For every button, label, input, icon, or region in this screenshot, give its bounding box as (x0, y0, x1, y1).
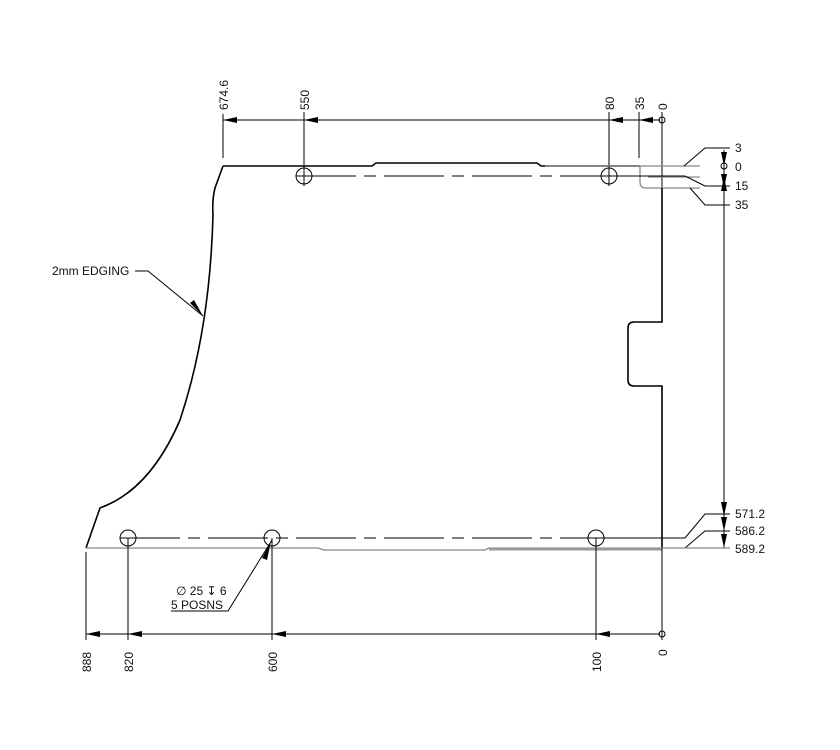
dim-674-6: 674.6 (217, 80, 231, 110)
dim-0-bottom: 0 (656, 649, 670, 656)
dim-35-right: 35 (735, 198, 749, 212)
edging-label: 2mm EDGING (52, 264, 129, 278)
hole-count-spec: 5 POSNS (171, 598, 223, 612)
dim-600: 600 (266, 652, 280, 672)
dim-100: 100 (590, 652, 604, 672)
dim-586-2: 586.2 (735, 524, 765, 538)
dim-888: 888 (80, 652, 94, 672)
dim-3: 3 (735, 141, 742, 155)
top-hole-row (295, 167, 685, 185)
part-outline (85, 162, 700, 551)
bottom-hole-row (119, 529, 685, 547)
dim-15: 15 (735, 179, 749, 193)
hole-550 (295, 167, 313, 185)
bottom-dimension-group: 888 820 600 100 0 (80, 538, 670, 672)
dim-550: 550 (298, 90, 312, 110)
dim-0-right: 0 (735, 160, 742, 174)
right-dimension-group: 3 0 15 35 571.2 586.2 589.2 (662, 141, 765, 556)
dim-0-top: 0 (656, 103, 670, 110)
edging-callout: 2mm EDGING (52, 264, 204, 317)
dim-35: 35 (633, 96, 647, 110)
top-dimension-group: 674.6 550 80 35 0 (217, 80, 670, 300)
dim-820: 820 (122, 652, 136, 672)
hole-diameter-spec: ∅ 25 ↧ 6 (176, 584, 227, 598)
hole-spec-callout: ∅ 25 ↧ 6 5 POSNS (171, 539, 273, 612)
dim-589-2: 589.2 (735, 542, 765, 556)
dim-571-2: 571.2 (735, 507, 765, 521)
dim-80: 80 (603, 96, 617, 110)
